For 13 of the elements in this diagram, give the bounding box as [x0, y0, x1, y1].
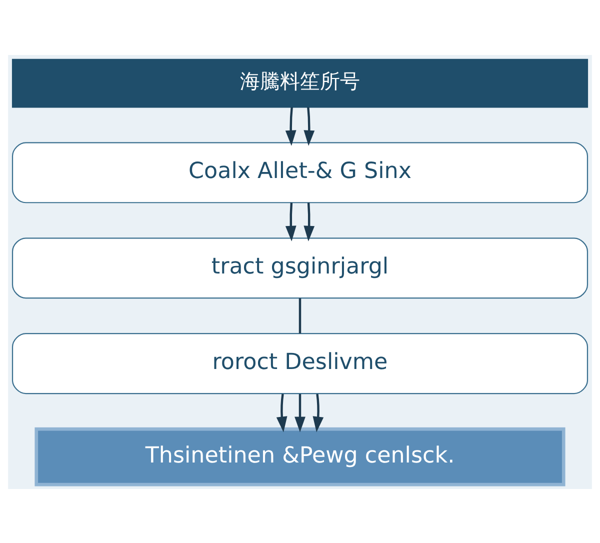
arrow	[276, 393, 288, 432]
node-box: Thsinetinen &Pewg cenlsck.	[34, 426, 566, 486]
arrow	[312, 393, 324, 432]
arrow	[304, 106, 315, 146]
node-box: roroct Deslivme	[12, 332, 588, 394]
arrow	[285, 106, 296, 146]
arrow	[285, 202, 296, 241]
arrow	[304, 202, 315, 241]
node-box: tract gsginrjargl	[12, 237, 588, 298]
node-box: Coalx Allet-& G Sinx	[12, 142, 588, 203]
node-box: 海騰料笙所号	[12, 58, 588, 108]
connector	[298, 298, 302, 333]
arrow	[294, 393, 306, 432]
